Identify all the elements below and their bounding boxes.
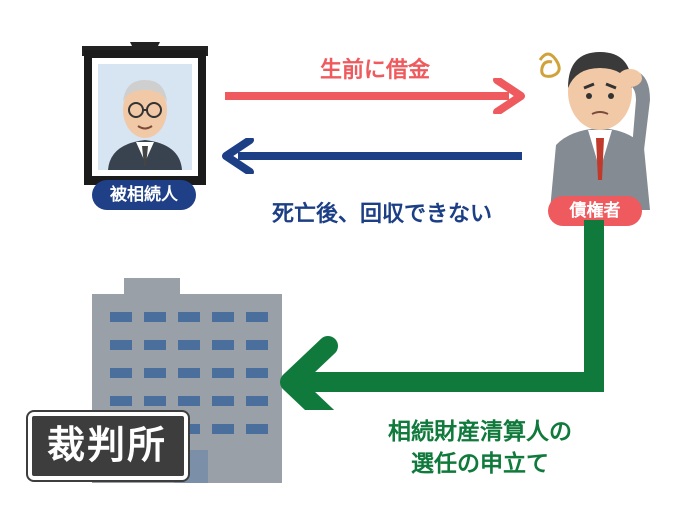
court-label: 裁判所 (46, 423, 167, 467)
arrow-left-icon (222, 138, 522, 174)
worried-man-icon (538, 52, 650, 210)
arrow-bottom-label: 死亡後、回収できない (271, 202, 492, 227)
arrow-right-icon (225, 78, 525, 114)
memorial-portrait-icon (82, 42, 208, 185)
arrow-petition-label-line2: 選任の申立て (411, 451, 549, 477)
court-sign (28, 412, 188, 480)
arrow-petition-icon (280, 220, 604, 410)
arrow-top-label: 生前に借金 (319, 58, 430, 83)
deceased-label: 被相続人 (92, 180, 196, 210)
arrow-petition-label-line1: 相続財産清算人の (388, 419, 572, 445)
creditor-label: 債権者 (548, 196, 642, 226)
